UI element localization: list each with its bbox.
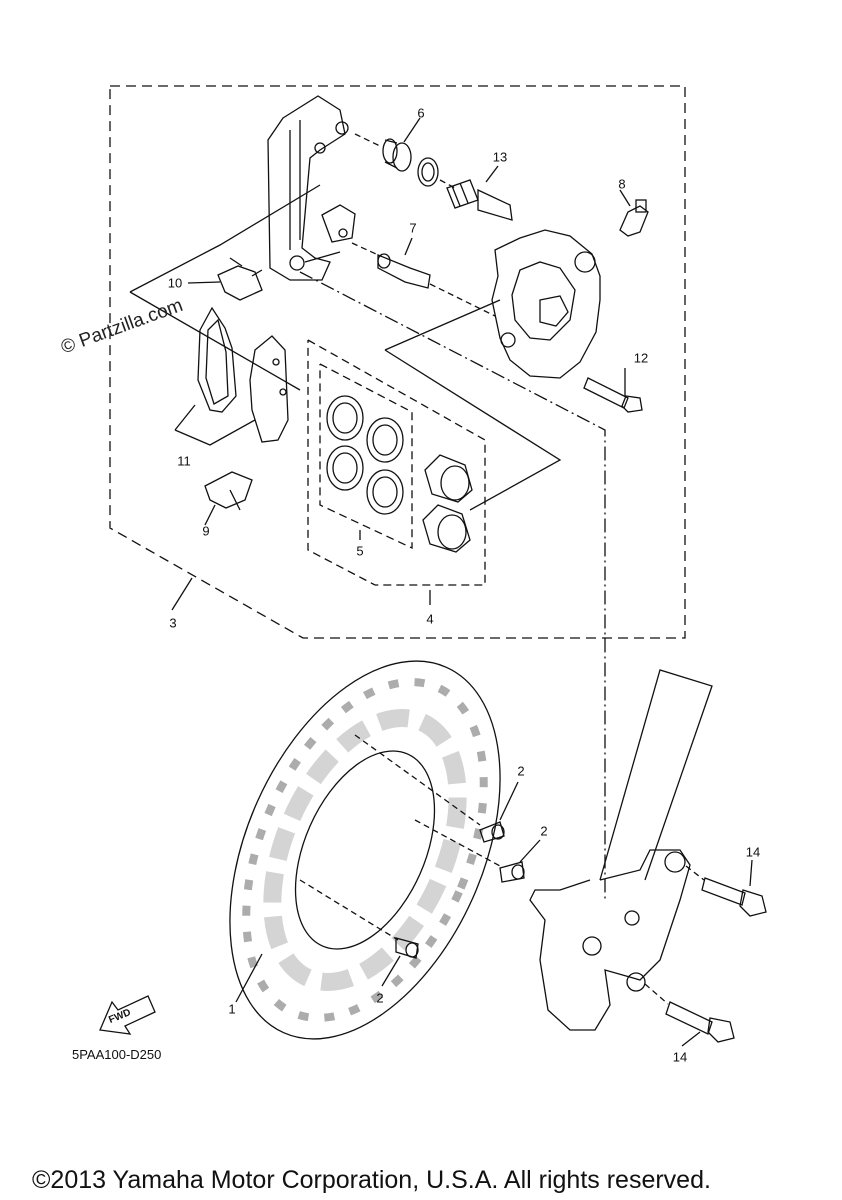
part-14-bolt-upper	[701, 877, 767, 917]
callout-8[interactable]: 8	[618, 176, 626, 192]
part-13-pin-bolt	[446, 179, 513, 221]
part-11-pad-right	[249, 335, 289, 443]
callout-1[interactable]: 1	[228, 1001, 236, 1017]
callout-14-b[interactable]: 14	[672, 1049, 688, 1065]
callout-3[interactable]: 3	[169, 615, 177, 631]
callout-2-a[interactable]: 2	[517, 763, 525, 779]
part-12-bolt	[583, 377, 643, 413]
part-8-bleed-screw	[619, 199, 649, 237]
part-14-bolt-lower	[665, 1001, 735, 1043]
callout-6[interactable]: 6	[417, 105, 425, 121]
part-5-seals	[326, 395, 404, 515]
callout-12[interactable]: 12	[633, 350, 649, 366]
part-2-bolt-c	[395, 937, 419, 959]
callout-9[interactable]: 9	[202, 523, 210, 539]
callout-2-c[interactable]: 2	[376, 990, 384, 1006]
diagram-code: 5PAA100-D250	[72, 1047, 162, 1062]
callout-5[interactable]: 5	[356, 543, 364, 559]
part-2-bolt-a	[479, 821, 505, 843]
group-4-outline	[307, 339, 486, 586]
callout-4[interactable]: 4	[426, 611, 434, 627]
callout-10[interactable]: 10	[167, 275, 183, 291]
front-fork-leg	[529, 669, 713, 1031]
part-2-bolt-b	[499, 861, 525, 883]
copyright-notice: ©2013 Yamaha Motor Corporation, U.S.A. A…	[32, 1166, 711, 1194]
part-10-pad-spring	[217, 257, 263, 301]
part-4-pistons	[422, 454, 473, 553]
callout-7[interactable]: 7	[409, 220, 417, 236]
part-6-ring	[417, 157, 439, 187]
callout-11[interactable]: 11	[177, 453, 191, 469]
callout-2-b[interactable]: 2	[540, 823, 548, 839]
group-3-outline	[109, 85, 686, 639]
group-5-outline	[319, 363, 413, 550]
brake-disc	[229, 660, 501, 1040]
guide-line	[299, 271, 606, 900]
part-7-pin	[377, 253, 431, 289]
callout-13[interactable]: 13	[492, 149, 508, 165]
caliper-bracket	[267, 95, 356, 281]
caliper-body	[491, 229, 601, 379]
fwd-arrow-icon	[99, 995, 156, 1035]
callout-14-a[interactable]: 14	[745, 844, 761, 860]
part-11-pad-left	[197, 306, 237, 413]
part-9-pad-spring	[204, 471, 253, 511]
part-6-boot	[382, 138, 412, 172]
